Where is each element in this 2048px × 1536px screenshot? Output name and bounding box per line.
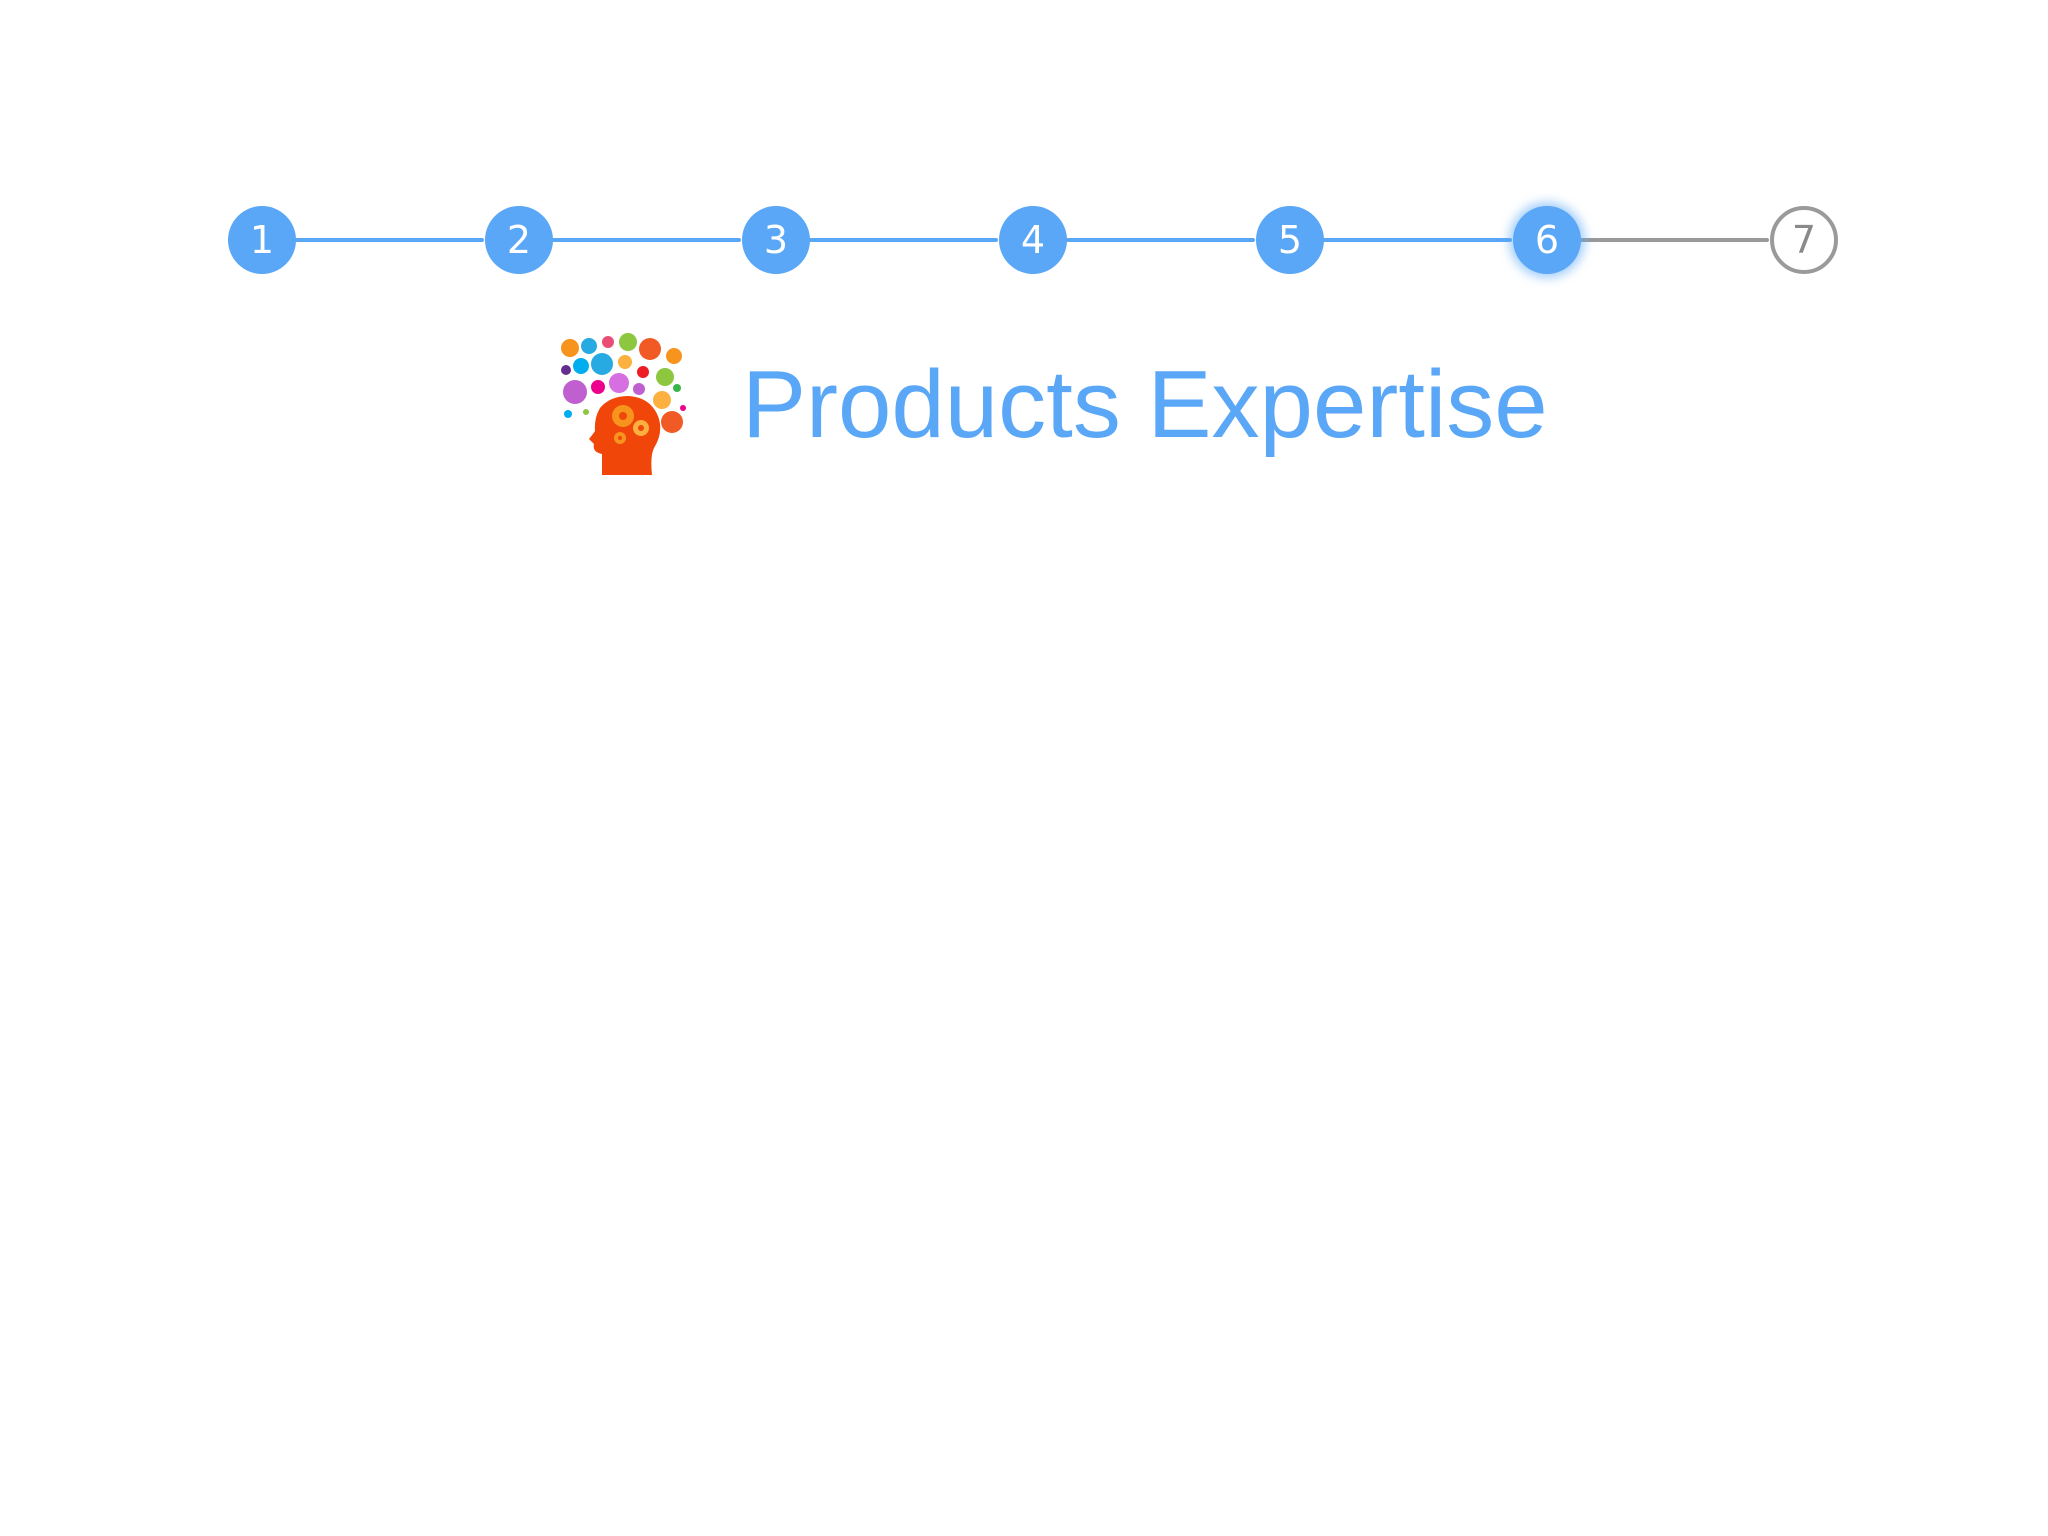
step-connector-1-2 <box>294 238 484 242</box>
step-connector-2-3 <box>551 238 741 242</box>
step-3-label: 3 <box>763 218 789 262</box>
step-6-current[interactable]: 6 <box>1513 206 1581 274</box>
head-with-gears-icon <box>561 333 686 475</box>
step-7[interactable]: 7 <box>1770 206 1838 274</box>
step-2-label: 2 <box>506 218 532 262</box>
step-1-label: 1 <box>249 218 275 262</box>
step-5[interactable]: 5 <box>1256 206 1324 274</box>
step-4-label: 4 <box>1020 218 1046 262</box>
step-3[interactable]: 3 <box>742 206 810 274</box>
step-connector-4-5 <box>1065 238 1255 242</box>
section-heading: Products Expertise <box>556 330 1548 480</box>
step-1[interactable]: 1 <box>228 206 296 274</box>
step-connector-6-7 <box>1579 238 1769 242</box>
step-4[interactable]: 4 <box>999 206 1067 274</box>
step-6-label: 6 <box>1534 218 1560 262</box>
step-connector-5-6 <box>1322 238 1512 242</box>
step-5-label: 5 <box>1277 218 1303 262</box>
progress-stepper: 1 2 3 4 5 6 7 <box>0 0 2048 300</box>
step-7-label: 7 <box>1791 218 1817 262</box>
step-2[interactable]: 2 <box>485 206 553 274</box>
step-connector-3-4 <box>808 238 998 242</box>
page-title: Products Expertise <box>742 351 1548 458</box>
